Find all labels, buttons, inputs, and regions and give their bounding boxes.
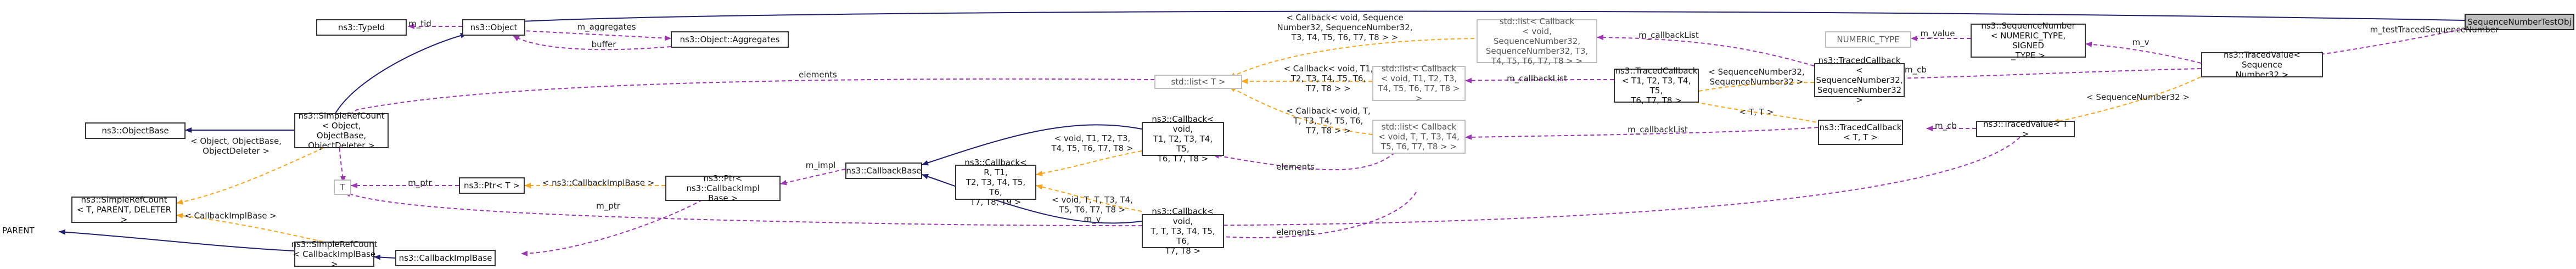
node-callback-void-t[interactable]: ns3::Callback< void, T, T, T3, T4, T5, T… (1142, 206, 1224, 256)
edge-stdlist-cb-t1-to-cb-t1 (1213, 148, 1400, 171)
edge-testobj-to-tracedvalue-seq (2316, 24, 2487, 57)
node-stdlist-callback-t1[interactable]: std::list< Callback < void, T1, T2, T3, … (1372, 64, 1466, 103)
node-simplerefcount-callbackimplbase[interactable]: ns3::SimpleRefCount < CallbackImplBase > (291, 239, 378, 269)
node-callbackimplbase[interactable]: ns3::CallbackImplBase (395, 250, 496, 266)
node-sequencenumber[interactable]: ns3::SequenceNumber < NUMERIC_TYPE, SIGN… (1971, 21, 2086, 60)
node-tracedvalue-seq[interactable]: ns3::TracedValue< Sequence Number32 > (2201, 50, 2323, 80)
label-seq-template-2: < SequenceNumber32 > (2086, 92, 2190, 102)
label-m-value: m_value (1920, 29, 1955, 38)
label-cbimpl-template: < CallbackImplBase > (184, 211, 277, 221)
edge-traced-t-to-stdlist-cb-t (1465, 127, 1819, 140)
label-tt-template: < T, T > (1739, 107, 1774, 117)
edge-traced-seq-to-stdlist-cb-seq (1597, 35, 1815, 66)
edge-srcount-obj-to-srcount-t (176, 145, 330, 205)
label-elements-low: elements (1276, 227, 1315, 237)
label-m-callbacklist-2: m_callbackList (1507, 74, 1567, 83)
label-callback-seq-template: < Callback< void, Sequence Number32, Seq… (1277, 13, 1413, 42)
edge-stdlist-t-to-t (339, 78, 1155, 183)
label-m-tid: m_tid (408, 19, 431, 29)
node-callback-void-t1[interactable]: ns3::Callback< void, T1, T2, T3, T4, T5,… (1142, 114, 1224, 164)
edge-tracedvalue-t-to-t (344, 137, 2021, 227)
node-object[interactable]: ns3::Object (462, 19, 525, 36)
edge-srcount-cbimpl-to-srcount-t (176, 213, 330, 244)
edge-srcount-cbimpl-to-parent (59, 229, 295, 251)
edge-tracedvalue-seq-to-seqnum (2085, 41, 2202, 64)
label-object-template: < Object, ObjectBase, ObjectDeleter > (190, 136, 282, 156)
node-sequencenumbertestobj[interactable]: SequenceNumberTestObj (2465, 14, 2574, 30)
node-object-aggregates[interactable]: ns3::Object::Aggregates (671, 31, 789, 48)
edge-cb-t1-to-cb-r (1036, 150, 1142, 176)
node-parent[interactable]: PARENT (2, 226, 35, 236)
edge-srcount-obj-to-object (334, 32, 467, 115)
node-callback-r[interactable]: ns3::Callback< R, T1, T2, T3, T4, T5, T6… (955, 158, 1036, 207)
edge-traced-t-to-traced-t1 (1679, 97, 1823, 124)
edge-stdlist-cb-seq-to-stdlist-t (1229, 38, 1488, 79)
edge-cb-t-to-callbackbase (922, 173, 1142, 224)
label-elements-mid: elements (1276, 162, 1315, 172)
node-numeric-type[interactable]: NUMERIC_TYPE (1825, 31, 1911, 48)
label-m-test-traced-sequence-number: m_testTracedSequenceNumber (2370, 25, 2499, 35)
edge-cbimplbase-to-srcount-cbimpl (374, 254, 396, 260)
label-m-callbacklist-3: m_callbackList (1627, 125, 1688, 134)
node-stdlist-callback-seq[interactable]: std::list< Callback < void, SequenceNumb… (1477, 16, 1597, 66)
edge-stdlist-cb-t-to-cb-t (1213, 192, 1417, 239)
label-m-cb-2: m_cb (1935, 121, 1957, 131)
label-m-ptr-2: m_ptr (596, 201, 620, 211)
node-objectbase[interactable]: ns3::ObjectBase (85, 122, 186, 139)
label-ptr-cbimpl-template: < ns3::CallbackImplBase > (542, 178, 655, 188)
node-tracedcallback-t[interactable]: ns3::TracedCallback < T, T > (1818, 120, 1903, 145)
node-ptr-t[interactable]: ns3::Ptr< T > (459, 177, 525, 194)
edge-tracedvalue-seq-to-tracedvalue-t (2052, 74, 2207, 124)
node-tracedvalue-t[interactable]: ns3::TracedValue< T > (1976, 119, 2075, 139)
label-m-ptr-1: m_ptr (408, 178, 432, 188)
label-callback-t-template: < Callback< void, T, T, T3, T4, T5, T6, … (1286, 106, 1371, 136)
label-m-aggregates: m_aggregates (577, 22, 636, 32)
node-stdlist-callback-t[interactable]: std::list< Callback < void, T, T, T3, T4… (1372, 120, 1466, 154)
label-elements-top: elements (799, 70, 837, 80)
node-callbackbase[interactable]: ns3::CallbackBase (845, 162, 922, 179)
edge-tracedvalue-seq-to-traced-seq (1888, 68, 2202, 81)
label-callback-t1-template: < Callback< void, T1, T2, T3, T4, T5, T6… (1283, 64, 1373, 93)
edge-stdlist-cb-t-to-stdlist-t (1229, 86, 1373, 135)
edge-cb-t-to-cb-r (1036, 184, 1142, 212)
node-simplerefcount-object[interactable]: ns3::SimpleRefCount < Object, ObjectBase… (294, 111, 389, 150)
edge-aggregates-to-object (513, 35, 671, 51)
node-simplerefcount-t[interactable]: ns3::SimpleRefCount < T, PARENT, DELETER… (71, 195, 177, 225)
node-typeid[interactable]: ns3::TypeId (316, 19, 407, 36)
edge-cb-t1-to-callbackbase (922, 124, 1142, 166)
label-t-t-a: < void, T, T, T3, T4, T5, T6, T7, T8 > (1052, 195, 1133, 215)
label-t1-t8-a: < void, T1, T2, T3, T4, T5, T6, T7, T8 > (1051, 133, 1133, 153)
node-tracedcallback-t1[interactable]: ns3::TracedCallback < T1, T2, T3, T4, T5… (1614, 66, 1699, 105)
label-seq-template-1: < SequenceNumber32, SequenceNumber32 > (1708, 67, 1805, 87)
edge-ptr-cbimpl-to-cbimplbase (521, 196, 709, 256)
node-t[interactable]: T (334, 180, 351, 195)
edge-testobj-to-object (510, 10, 2465, 25)
edge-traced-t1-to-stdlist-cb-t1 (1465, 77, 1614, 83)
node-ptr-callbackimplbase[interactable]: ns3::Ptr< ns3::CallbackImpl Base > (665, 173, 781, 203)
label-m-callbacklist-1: m_callbackList (1638, 30, 1699, 40)
node-stdlist-t[interactable]: std::list< T > (1154, 75, 1242, 89)
node-tracedcallback-seq[interactable]: ns3::TracedCallback < SequenceNumber32, … (1814, 55, 1905, 105)
label-m-impl: m_impl (805, 160, 836, 170)
label-buffer: buffer (591, 40, 616, 49)
edge-callbackbase-to-ptr-cbimpl (780, 169, 846, 186)
label-m-v-2: m_v (1084, 214, 1101, 224)
label-m-v-1: m_v (2132, 37, 2150, 47)
label-m-cb-1: m_cb (1905, 65, 1927, 75)
